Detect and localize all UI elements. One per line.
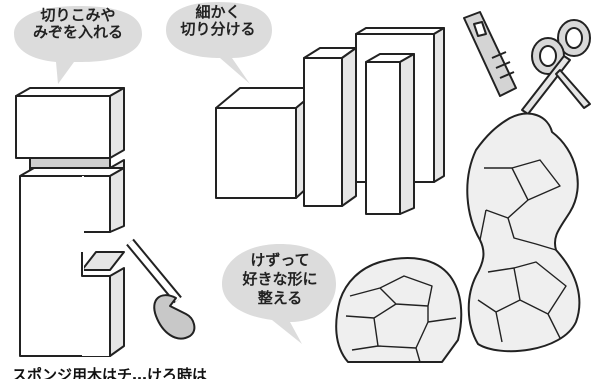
cutter-knife-icon [463,11,517,97]
bubble-text-cut-fine: 細かく 切り分ける [172,3,264,39]
caption-text: スポンジ用木はチ…けろ時は [12,366,208,379]
speech-bubble-cut-notch [14,6,142,84]
speech-bubble-carve [222,244,336,344]
notched-block [15,87,125,357]
bubble-line: 切りこみや [40,6,116,24]
bubble-line: みぞを入れる [32,23,123,42]
bubble-line: 好きな形に [242,269,318,288]
sliced-sticks [303,27,445,215]
bubble-line: 切り分ける [180,20,256,39]
saw-icon [126,238,196,340]
tall-rock [466,112,581,353]
speech-bubble-cut-fine [166,2,272,84]
bubble-text-carve: けずって 好きな形に 整える [230,251,330,307]
scissors-icon [521,19,591,115]
bubble-line: 細かく [195,3,241,21]
carved-rock [335,257,463,363]
bubble-line: 整える [257,288,303,307]
bubble-text-cut-notch: 切りこみや みぞを入れる [22,6,134,42]
bubble-line: けずって [250,251,310,269]
